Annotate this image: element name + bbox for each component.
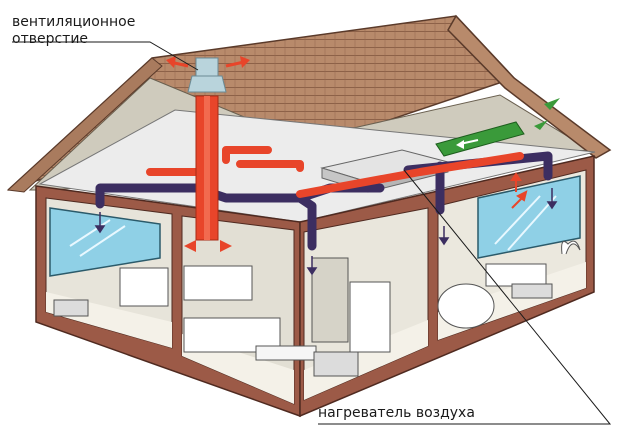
fridge [349, 281, 391, 353]
vent-bottom-arrow-left [184, 240, 196, 252]
supply-duct-loop [146, 146, 304, 176]
vent-top-arrowhead-left [166, 56, 176, 68]
vent-pipe-red-inner [204, 96, 210, 240]
vent-top-arrow-right [225, 60, 245, 68]
air-flow-arrows [94, 188, 558, 276]
fresh-air-intake [435, 98, 560, 157]
roof-gable-left-edge [6, 57, 163, 193]
window-left [49, 207, 161, 277]
leader-heater [318, 169, 612, 425]
floor-hall [304, 320, 428, 400]
window-left-glare [69, 219, 126, 257]
radiator-left [53, 299, 89, 317]
exhaust-duct-branch [295, 193, 317, 251]
armchair [437, 283, 495, 329]
air-heater-label: нагреватель воздуха [318, 405, 475, 421]
door-hall [311, 257, 349, 343]
kitchen-cabinets-upper [183, 265, 253, 301]
windows [49, 175, 581, 277]
furniture [53, 240, 581, 377]
roof-gable-right [447, 14, 612, 159]
table [255, 345, 317, 361]
intake-arrow-2 [544, 98, 560, 110]
vent-cap [187, 57, 227, 93]
vent-label-line2: отверстие [12, 31, 89, 47]
vent-stack [166, 56, 250, 252]
vent-label-line1: вентиляционное [12, 14, 136, 30]
leader-vent [12, 41, 199, 71]
supply-duct-long [296, 152, 524, 198]
window-right-glare [494, 195, 557, 251]
plant [561, 240, 581, 255]
warm-air-arrows [510, 172, 528, 209]
vent-bottom-arrow-right [220, 240, 232, 252]
radiator-hall [313, 351, 359, 377]
intake-arrow-1 [534, 120, 548, 130]
leader-lines [12, 41, 612, 425]
supply-ducts [146, 146, 524, 198]
bed [119, 267, 169, 307]
radiator-right [511, 283, 553, 299]
vent-top-arrowhead-right [240, 56, 250, 68]
vent-opening-label: вентиляционное отверстие [12, 14, 135, 48]
